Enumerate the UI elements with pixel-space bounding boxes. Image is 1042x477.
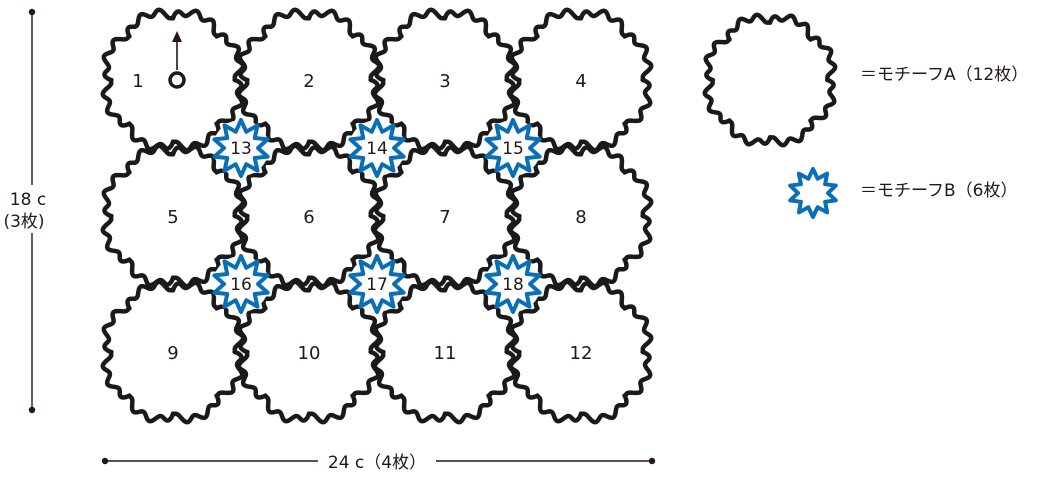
motif-b-14: 14 [348,118,406,178]
width-dimension-left-dot [101,457,109,465]
motif-b-outline [348,118,406,178]
motif-a-number: 12 [570,343,593,364]
motif-a-outline [508,7,654,153]
motif-a-2: 2 [236,7,382,153]
legend-motif-b-outline [788,167,838,219]
motif-a-number: 5 [167,207,178,228]
start-ring [168,71,186,89]
motif-a-number: 11 [434,343,457,364]
motif-b-16: 16 [212,254,270,314]
motif-a-number: 9 [167,343,178,364]
motif-a-outline [236,7,382,153]
motif-a-3: 3 [372,7,518,153]
motif-b-number: 14 [366,139,388,159]
motif-b-outline [212,254,270,314]
legend-motif-b-label: ＝モチーフB（6枚） [860,181,1017,201]
motif-b-outline [348,254,406,314]
motif-a-outline [508,279,654,425]
motif-a-5: 5 [100,143,246,289]
motif-a-10: 10 [236,279,382,425]
motif-a-outline [100,143,246,289]
height-dimension-top-dot [28,8,36,16]
motif-b-number: 18 [502,275,524,295]
motif-b-13: 13 [212,118,270,178]
motif-a-outline [372,279,518,425]
motif-b-17: 17 [348,254,406,314]
motif-a-7: 7 [372,143,518,289]
height-dimension: 18 c (3枚) [2,8,60,414]
motif-a-number: 6 [303,207,314,228]
motif-a-number: 2 [303,71,314,92]
motif-b-number: 13 [230,139,252,159]
width-dimension-right-dot [648,457,656,465]
motif-a-number: 8 [575,207,586,228]
motif-b-18: 18 [484,254,542,314]
motif-a-4: 4 [508,7,654,153]
start-ring-with-arrow-icon [168,31,186,89]
legend-motif-a-label: ＝モチーフA（12枚） [860,65,1028,85]
legend-motif-a-outline [702,12,838,148]
motif-a-number: 7 [439,207,450,228]
motif-a-number: 3 [439,71,450,92]
motif-b-15: 15 [484,118,542,178]
motif-a-outline [236,143,382,289]
motif-b-number: 16 [230,275,252,295]
motif-a-8: 8 [508,143,654,289]
legend-motif-b-icon [788,167,838,219]
motif-a-11: 11 [372,279,518,425]
legend: ＝モチーフA（12枚） ＝モチーフB（6枚） [702,12,1028,219]
motif-a-outline [100,279,246,425]
motif-a-number: 10 [298,343,321,364]
motif-a-outline [100,7,246,153]
motif-a-9: 9 [100,279,246,425]
motif-b-grid: 13 14 15 16 17 18 [212,118,542,314]
motif-a-outline [372,7,518,153]
motif-a-outline [508,143,654,289]
motif-a-1: 1 [100,7,246,153]
legend-motif-a-icon [702,12,838,148]
motif-a-6: 6 [236,143,382,289]
motif-a-number: 1 [132,71,143,92]
motif-a-outline [236,279,382,425]
motif-b-number: 17 [366,275,388,295]
width-label: 24 c（4枚） [328,453,426,473]
width-dimension: 24 c（4枚） [101,448,656,474]
motif-a-12: 12 [508,279,654,425]
height-count-label: (3枚) [3,212,44,232]
start-arrow-head [172,31,182,42]
motif-a-outline [372,143,518,289]
motif-b-outline [212,118,270,178]
motif-b-number: 15 [502,139,524,159]
motif-b-outline [484,254,542,314]
height-dimension-bottom-dot [28,406,36,414]
motif-b-outline [484,118,542,178]
height-value-label: 18 c [10,190,46,210]
motif-a-number: 4 [575,71,586,92]
